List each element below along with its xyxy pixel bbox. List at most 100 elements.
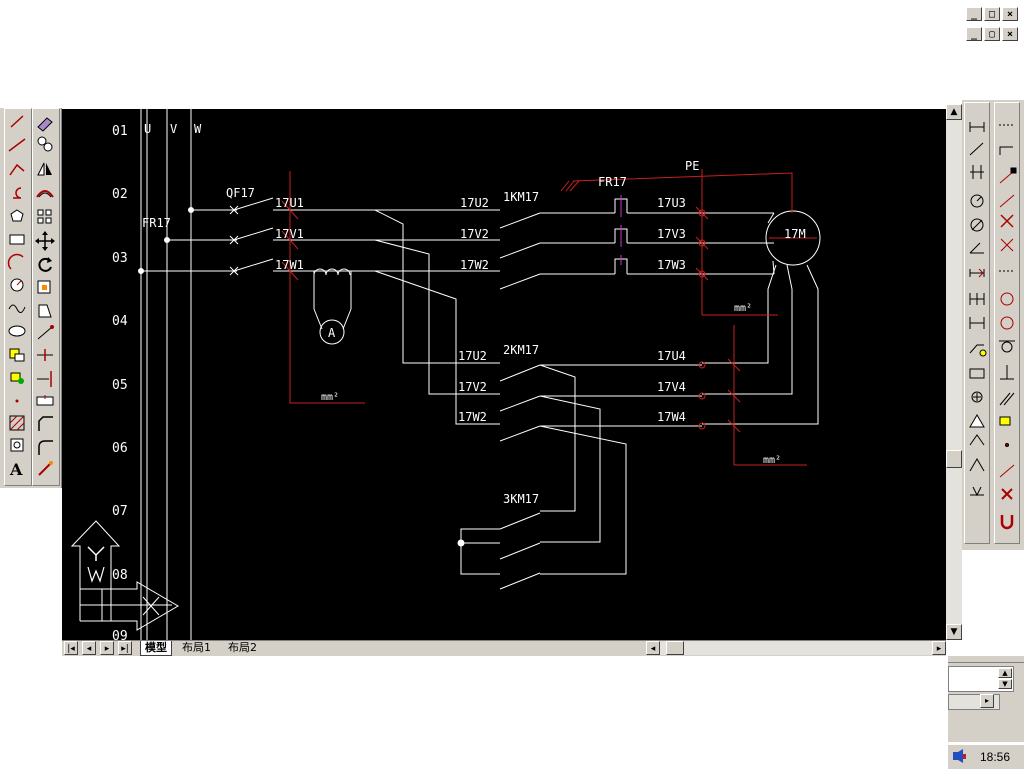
snap-from-icon[interactable] [999, 146, 1013, 155]
snap-insert-icon[interactable] [999, 416, 1011, 426]
tab-layout1[interactable]: 布局1 [182, 641, 211, 654]
scroll-left-button[interactable]: ◂ [646, 641, 660, 655]
drawing-canvas[interactable]: 01 02 03 04 05 06 07 08 09 U V W QF17 FR… [62, 109, 946, 640]
lengthen-icon[interactable] [37, 325, 54, 340]
cmd-scroll-up-button[interactable]: ▲ [998, 668, 1012, 678]
row-number: 07 [112, 504, 128, 519]
move-icon[interactable] [35, 231, 55, 251]
snap-midpoint-icon[interactable] [999, 194, 1015, 208]
snap-tangent-icon[interactable] [999, 340, 1015, 353]
undo-arc-icon[interactable] [13, 187, 22, 199]
dimension-text-edit-icon[interactable] [969, 434, 985, 446]
row-number: 02 [112, 187, 128, 202]
construction-line-icon[interactable] [8, 138, 26, 152]
tab-next-button[interactable]: ▸ [100, 641, 114, 655]
aligned-dimension-icon[interactable] [969, 142, 984, 156]
baseline-dimension-icon[interactable] [969, 293, 985, 305]
arc-icon[interactable] [7, 253, 24, 270]
rotate-icon[interactable] [38, 257, 52, 272]
minimize-button[interactable]: _ [966, 7, 982, 21]
snap-parallel-icon[interactable] [999, 392, 1015, 406]
horizontal-scrollbar[interactable]: ◂ ▸ [646, 641, 946, 655]
command-line-area[interactable]: ▲ ▼ ▸ [948, 656, 1024, 742]
ordinate-dimension-icon[interactable] [970, 165, 984, 179]
line-icon[interactable] [10, 115, 24, 128]
chamfer-icon[interactable] [38, 416, 53, 431]
copy-icon[interactable] [37, 136, 53, 152]
tab-first-button[interactable]: |◂ [64, 641, 78, 655]
doc-close-button[interactable]: × [1002, 27, 1018, 41]
maximize-button[interactable]: □ [984, 7, 1000, 21]
scroll-up-button[interactable]: ▲ [946, 104, 962, 120]
multiline-text-icon[interactable]: A [9, 460, 23, 479]
scale-icon[interactable] [37, 280, 51, 294]
dimension-style-icon[interactable] [970, 486, 984, 497]
tab-last-button[interactable]: ▸| [118, 641, 132, 655]
doc-minimize-button[interactable]: _ [966, 27, 982, 41]
cmd-scroll-down-button[interactable]: ▼ [998, 679, 1012, 689]
tab-model[interactable]: 模型 [140, 641, 172, 656]
osnap-settings-icon[interactable] [1000, 515, 1014, 530]
explode-icon[interactable] [38, 461, 53, 476]
block-insert-icon[interactable] [9, 348, 25, 362]
snap-intersection-icon[interactable] [1000, 214, 1014, 228]
scroll-thumb[interactable] [946, 450, 962, 468]
make-block-icon[interactable] [10, 372, 24, 384]
tab-prev-button[interactable]: ◂ [82, 641, 96, 655]
snap-endpoint-icon[interactable] [999, 167, 1017, 184]
polyline-icon[interactable] [9, 163, 25, 176]
rectangle-icon[interactable] [9, 234, 25, 245]
draw-toolbar-icons: A [7, 115, 26, 479]
ellipse-icon[interactable] [8, 325, 26, 337]
erase-icon[interactable] [37, 117, 53, 132]
stretch-icon[interactable] [38, 304, 52, 318]
snap-apparent-intersection-icon[interactable] [1000, 238, 1014, 252]
vertical-scrollbar[interactable]: ▲ ▼ [946, 104, 962, 640]
break-icon[interactable] [36, 395, 54, 406]
mirror-icon[interactable] [37, 162, 52, 176]
snap-quadrant-icon[interactable] [1000, 316, 1014, 330]
extend-icon[interactable] [37, 371, 52, 387]
horizontal-scroll-thumb[interactable] [666, 641, 684, 655]
row-number: 04 [112, 314, 128, 329]
region-icon[interactable] [10, 438, 24, 452]
center-mark-icon[interactable] [971, 391, 983, 403]
snap-none-icon[interactable] [1001, 488, 1013, 500]
leader-icon[interactable] [969, 344, 987, 357]
dimension-edit-icon[interactable] [969, 414, 985, 428]
snap-center-icon[interactable] [1000, 292, 1014, 306]
snap-nearest-icon[interactable] [999, 464, 1015, 478]
tab-layout2[interactable]: 布局2 [228, 641, 257, 654]
circle-icon[interactable] [10, 278, 24, 292]
wire-label-17w4: 17W4 [657, 410, 686, 424]
snap-perpendicular-icon[interactable] [1000, 365, 1014, 380]
hatch-icon[interactable] [9, 415, 25, 431]
array-icon[interactable] [37, 209, 52, 224]
quick-dimension-icon[interactable] [969, 268, 985, 278]
trim-icon[interactable] [37, 349, 53, 361]
point-icon[interactable] [15, 399, 19, 403]
wire-size-label: mm² [763, 455, 781, 466]
dimension-update-icon[interactable] [969, 458, 985, 472]
doc-restore-button[interactable]: ▢ [984, 27, 1000, 41]
close-button[interactable]: × [1002, 7, 1018, 21]
bus-label-w: W [194, 122, 202, 136]
ammeter-label: A [328, 326, 336, 340]
angular-dimension-icon[interactable] [969, 242, 984, 254]
linear-dimension-icon[interactable] [969, 122, 985, 132]
tolerance-icon[interactable] [969, 368, 985, 379]
status-scroll-right-button[interactable]: ▸ [980, 694, 994, 708]
radius-dimension-icon[interactable] [970, 194, 984, 208]
volume-icon[interactable] [951, 748, 967, 764]
continue-dimension-icon[interactable] [969, 317, 985, 329]
motor-label: 17M [784, 227, 806, 241]
polygon-icon[interactable] [10, 209, 24, 222]
offset-icon[interactable] [36, 190, 54, 198]
wire-label-17v2: 17V2 [460, 227, 489, 241]
snap-node-icon[interactable] [1005, 443, 1009, 447]
scroll-down-button[interactable]: ▼ [946, 624, 962, 640]
spline-icon[interactable] [8, 304, 26, 313]
fillet-icon[interactable] [38, 440, 53, 455]
diameter-dimension-icon[interactable] [970, 218, 984, 232]
scroll-right-button[interactable]: ▸ [932, 641, 946, 655]
